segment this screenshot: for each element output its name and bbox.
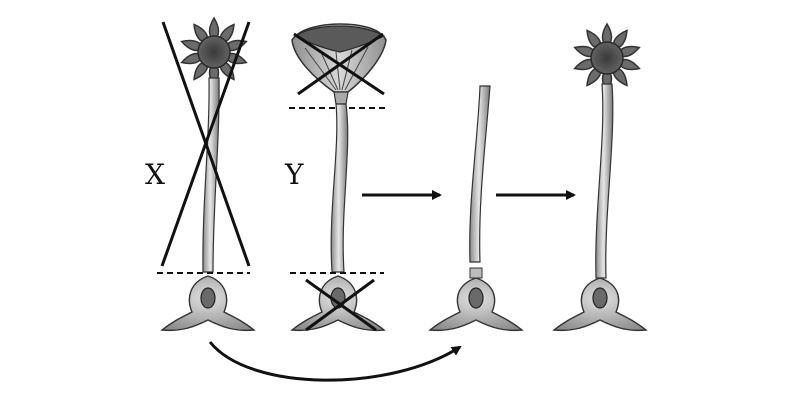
rhizoid-x: [160, 275, 256, 332]
label-y: Y: [284, 158, 304, 191]
cell-y: Y: [284, 23, 387, 332]
label-x: X: [145, 158, 165, 191]
stalk: [330, 103, 349, 273]
curved-arrow-icon: [208, 341, 462, 382]
cross-x-line-2: [160, 21, 251, 267]
stalk: [595, 83, 614, 279]
rhizoid-regenerated: [552, 277, 648, 332]
star-cap-icon: [573, 22, 641, 94]
rhizoid-grafted: [428, 277, 524, 332]
cross-cap-line-2: [297, 32, 384, 96]
umbrella-cap-icon: [291, 23, 387, 105]
regenerated-cell: [552, 22, 648, 332]
stalk-segment: [469, 85, 491, 263]
cross-rhizoid-line-2: [305, 278, 375, 332]
grafted-cell: [428, 85, 524, 332]
cell-x: X: [145, 16, 256, 332]
